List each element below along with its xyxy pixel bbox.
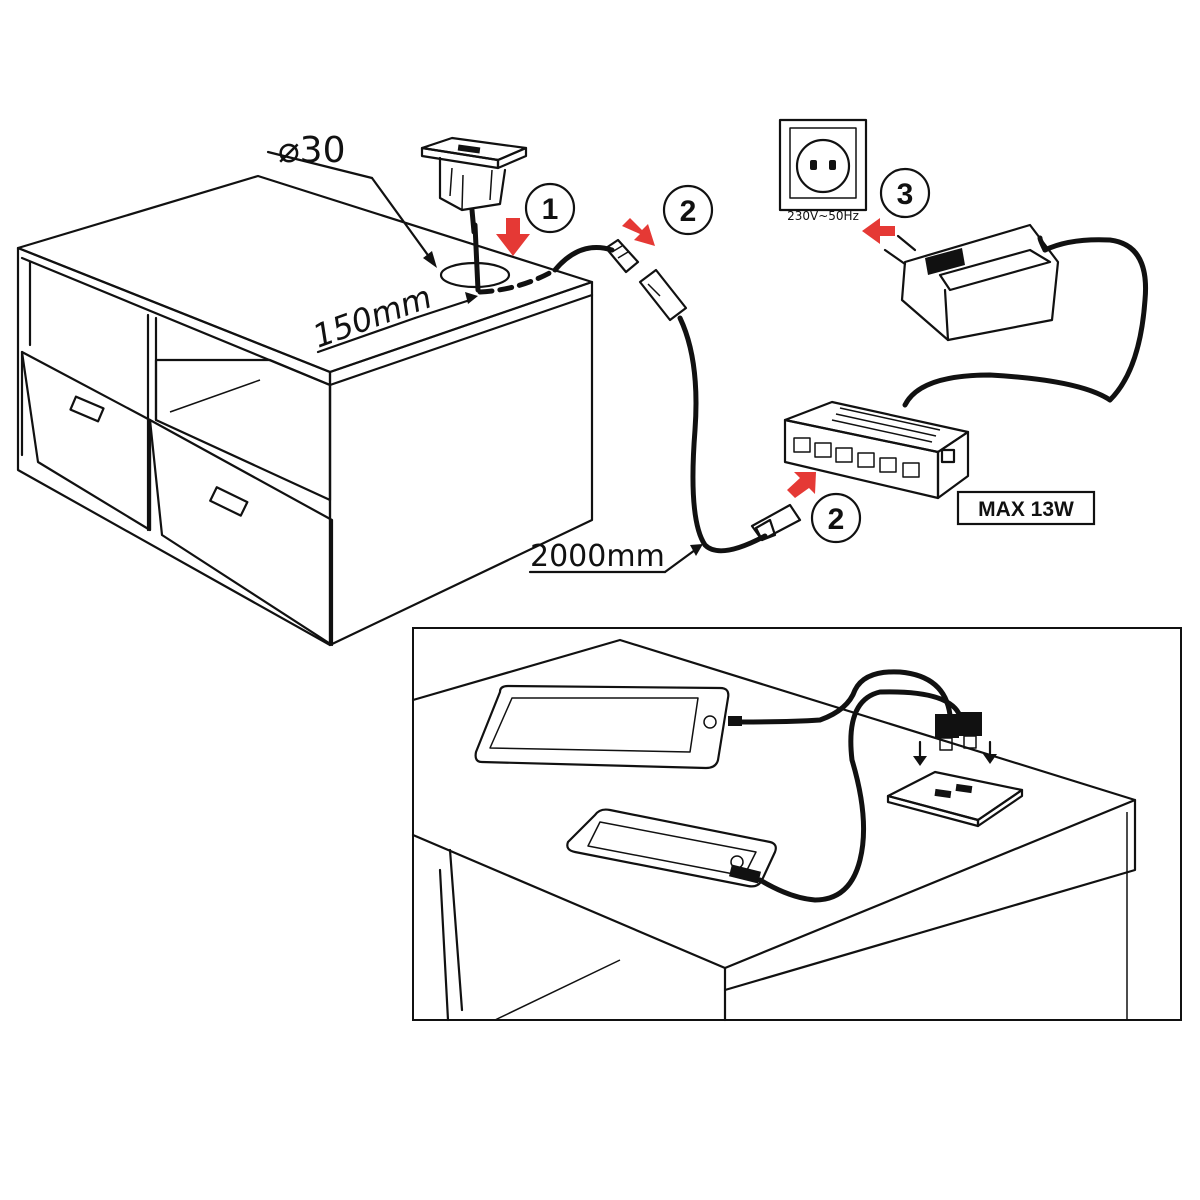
svg-text:2: 2 [680,195,697,228]
arrow-step3 [862,218,895,244]
hole-diameter-label: ⌀30 [278,130,345,171]
cable-long-label: 2000mm [530,539,665,574]
max-power-label: MAX 13W [978,498,1074,521]
svg-text:1: 1 [542,193,559,226]
max-power-label-box: MAX 13W [956,490,1096,526]
red-arrows [496,218,895,498]
cable-connectors [604,238,802,554]
usb-socket-plate-icon [886,770,1024,828]
svg-text:3: 3 [897,178,914,211]
power-adapter-icon [883,223,1060,342]
svg-text:2: 2 [828,503,845,536]
tablet-icon [474,684,742,770]
distributor-ports [793,437,920,478]
dimension-2000: 2000mm [528,539,703,574]
usb-socket-icon [420,136,528,235]
usb-plugs [913,712,997,766]
cable-short-label: 150mm [308,278,437,356]
distributor-icon [783,237,1149,500]
desk-scene-panel [411,627,1182,1022]
distributor-vents [831,407,941,443]
cabinet [16,174,615,647]
step-1-marker: 1 [524,182,576,234]
arrow-step2-bottom [787,472,816,498]
arrow-step1 [496,218,530,256]
power-outlet-icon: 230V~50Hz [778,118,868,223]
step-markers: 1 2 2 3 4 [524,167,1046,751]
arrow-step2-top [622,218,655,246]
step-2-top-marker: 2 [662,184,714,236]
dimension-hole: ⌀30 [266,130,437,268]
step-3-marker: 3 [879,167,931,219]
voltage-label: 230V~50Hz [787,209,859,223]
step-2-bottom-marker: 2 [810,492,862,544]
